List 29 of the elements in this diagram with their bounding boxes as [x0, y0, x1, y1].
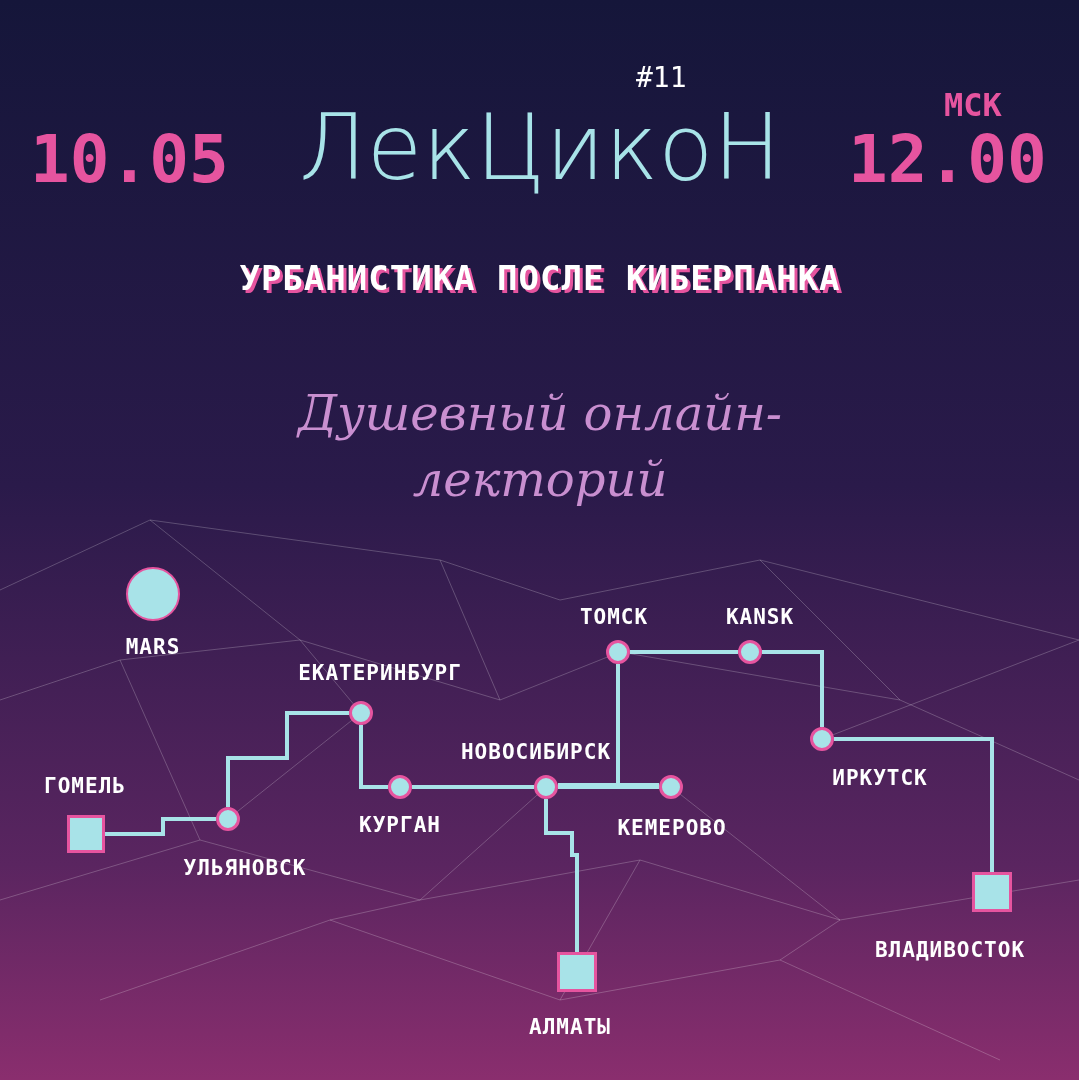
station-name: KANSK [725, 605, 795, 629]
tagline: Душевный онлайн-лекторий [295, 384, 783, 509]
station-name: ТОМСК [579, 605, 649, 629]
metro-line [412, 785, 534, 789]
topic-heading: УРБАНИСТИКА ПОСЛЕ КИБЕРПАНКА [238, 258, 842, 298]
timezone-label: МСК [944, 86, 1002, 124]
station-name: ИРКУТСК [832, 766, 928, 790]
metro-line [616, 664, 659, 787]
metro-line [359, 725, 388, 789]
metro-line [762, 650, 824, 727]
station-name: КЕМЕРОВО [617, 816, 727, 840]
issue-number: #11 [636, 62, 687, 94]
event-time: 12.00 [848, 122, 1047, 198]
metro-line [834, 737, 994, 872]
event-date: 10.05 [30, 122, 229, 198]
station-name: КУРГАН [359, 813, 441, 837]
station-name: ВЛАДИВОСТОК [874, 938, 1026, 962]
metro-line [544, 799, 579, 952]
event-title: ЛекЦикоН [298, 98, 782, 198]
metro-line [558, 785, 659, 789]
metro-line [226, 711, 349, 807]
station-name: ЕКАТЕРИНБУРГ [298, 661, 462, 685]
station-name: УЛЬЯНОВСК [183, 856, 307, 880]
station-name: ГОМЕЛЬ [44, 774, 126, 798]
metro-line [105, 817, 216, 836]
metro-line [630, 650, 738, 654]
station-name: MARS [125, 635, 181, 659]
station-name: АЛМАТЫ [529, 1015, 611, 1039]
station-name: НОВОСИБИРСК [460, 740, 612, 764]
